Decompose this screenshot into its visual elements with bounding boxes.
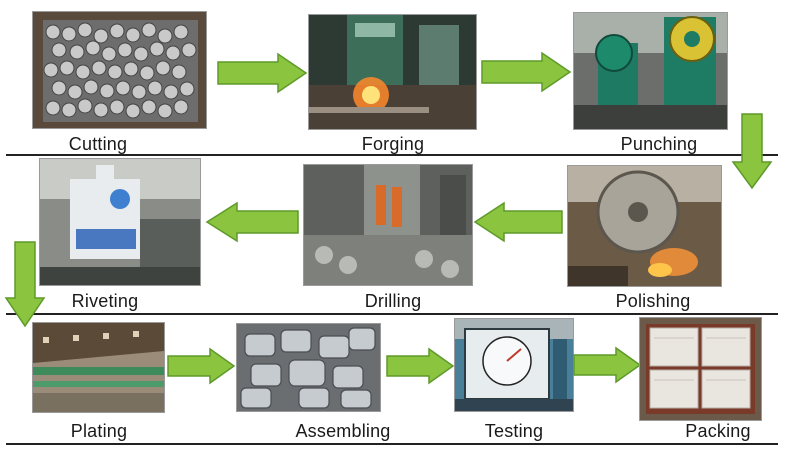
arrow-right-icon (216, 52, 308, 94)
step-packing-label: Packing (685, 421, 751, 441)
step-polishing-photo (568, 166, 721, 286)
arrow-left-icon (203, 201, 300, 243)
step-polishing-label: Polishing (615, 291, 691, 311)
step-drilling-photo (304, 165, 472, 285)
step-cutting-photo (33, 12, 206, 128)
step-testing-photo (455, 319, 573, 411)
row-divider (6, 443, 778, 445)
arrow-right-icon (385, 347, 455, 385)
step-packing-photo (640, 318, 761, 420)
arrow-right-icon (166, 347, 236, 385)
arrow-down-icon (731, 112, 773, 190)
step-drilling-label: Drilling (364, 291, 422, 311)
step-riveting-label: Riveting (71, 291, 139, 311)
step-assembling-photo (237, 324, 380, 411)
step-plating-label: Plating (70, 421, 128, 441)
arrow-right-icon (480, 51, 572, 93)
step-punching-label: Punching (620, 134, 698, 154)
step-punching-photo (574, 13, 727, 129)
step-cutting-label: Cutting (68, 134, 128, 154)
arrow-left-icon (472, 201, 564, 243)
step-plating-photo (33, 323, 164, 412)
step-forging-photo (309, 15, 476, 129)
step-forging-label: Forging (361, 134, 425, 154)
step-assembling-label: Assembling (295, 421, 391, 441)
arrow-down-icon (4, 240, 46, 328)
row-divider (6, 313, 778, 315)
step-riveting-photo (40, 159, 200, 285)
row-divider (6, 154, 778, 156)
arrow-right-icon (572, 346, 642, 384)
step-testing-label: Testing (484, 421, 544, 441)
